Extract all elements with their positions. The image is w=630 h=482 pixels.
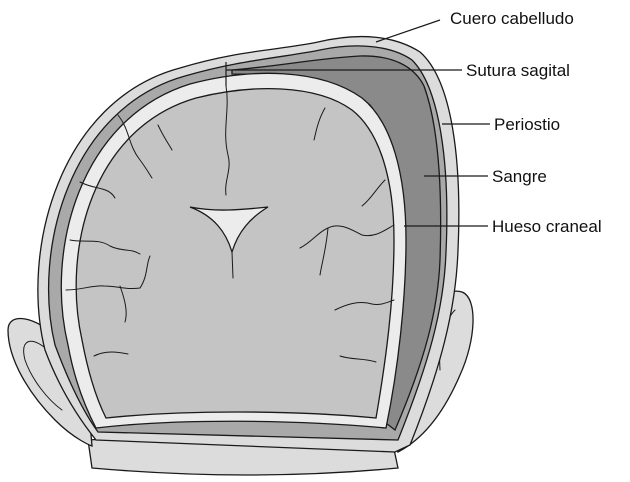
label-sagittal-suture: Sutura sagital bbox=[466, 61, 570, 80]
leader-scalp bbox=[376, 20, 440, 42]
label-periosteum: Periostio bbox=[494, 115, 560, 134]
label-scalp: Cuero cabelludo bbox=[450, 9, 574, 28]
label-cranial-bone: Hueso craneal bbox=[492, 217, 602, 236]
label-blood: Sangre bbox=[492, 167, 547, 186]
